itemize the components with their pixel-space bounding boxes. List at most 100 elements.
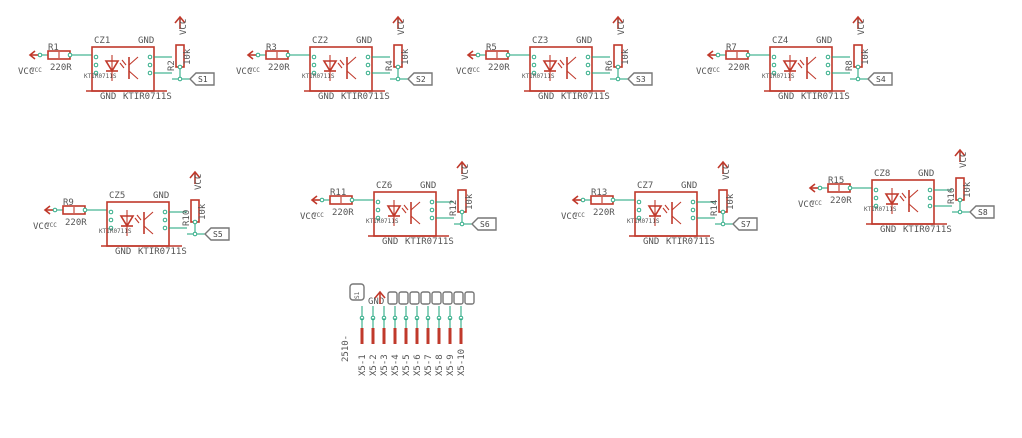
connector-signal-tab <box>464 291 475 305</box>
pin-junction <box>531 70 537 76</box>
connector-pin-label: X5-6 <box>413 354 423 376</box>
pin-junction <box>459 221 465 227</box>
phototransistor-emitter <box>566 70 577 80</box>
pin-junction <box>636 199 642 205</box>
res-pull-name: R6 <box>605 60 615 71</box>
gnd-label: GND <box>115 247 131 257</box>
pin-junction <box>505 52 511 58</box>
pin-junction <box>690 215 696 221</box>
pin-junction <box>531 62 537 68</box>
signal-port <box>189 72 215 86</box>
phototransistor-collector <box>410 201 421 211</box>
connector-gnd-label: GND <box>368 297 384 307</box>
gnd-label-top: GND <box>576 36 592 46</box>
phototransistor-collector <box>806 56 817 66</box>
gnd-label: GND <box>643 237 659 247</box>
pin-junction <box>957 209 963 215</box>
vcc-arrow-head <box>43 205 51 215</box>
pin-junction <box>720 209 726 215</box>
vcc-arrow-head <box>189 170 201 179</box>
res-pull-value: 10k <box>401 48 411 65</box>
sensor-name: CZ2 <box>312 36 328 46</box>
res-pull-value: 10k <box>198 203 208 220</box>
pin-mark: KTIR0711S <box>522 73 555 80</box>
pin-mark: KTIR0711S <box>302 73 335 80</box>
pin-junction <box>585 70 591 76</box>
pin-mark: KTIR0711S <box>762 73 795 80</box>
vcc-arrow-head <box>374 290 386 299</box>
pin-junction <box>37 52 43 58</box>
connector-pin-label: X5-2 <box>369 354 379 376</box>
gnd-label-top: GND <box>681 181 697 191</box>
res-pull-value: 10k <box>465 193 475 210</box>
part-number: KTIR0711S <box>405 237 454 247</box>
light-ray <box>664 204 670 211</box>
light-ray <box>557 62 563 69</box>
vcc-label-top: VCC <box>722 164 732 180</box>
res-pull-value: 10k <box>963 181 973 198</box>
res-in-name: R5 <box>486 43 497 53</box>
pin-mark: KTIR0711S <box>864 206 897 213</box>
part-number: KTIR0711S <box>561 92 610 102</box>
pin-junction <box>429 199 435 205</box>
pin-junction <box>615 64 621 70</box>
pin-junction <box>162 217 168 223</box>
connector-pin-label: X5-4 <box>391 354 401 376</box>
pin-junction <box>690 199 696 205</box>
res-in-name: R1 <box>48 43 59 53</box>
pin-junction <box>429 215 435 221</box>
pin-junction <box>285 52 291 58</box>
connector-pin-label: X5-1 <box>358 354 368 376</box>
res-pull-value: 10k <box>726 193 736 210</box>
res-pull-name: R10 <box>182 210 192 226</box>
signal-port-label: S8 <box>978 208 988 217</box>
pin-junction <box>395 76 401 82</box>
connector-signal-tab <box>387 291 398 305</box>
vcc-arrow-icon <box>954 148 966 162</box>
phototransistor-emitter <box>410 215 421 225</box>
res-pull-name: R12 <box>449 200 459 216</box>
phototransistor-collector <box>671 201 682 211</box>
plus-label: VCC <box>249 67 260 74</box>
res-pull-value: 10k <box>183 48 193 65</box>
phototransistor-collector <box>908 189 919 199</box>
connector-pin <box>448 328 452 344</box>
light-ray <box>662 207 668 214</box>
connector-pin <box>459 328 463 344</box>
signal-port <box>471 217 497 231</box>
pin-junction <box>855 76 861 82</box>
plus-label: VCC <box>469 67 480 74</box>
vcc-arrow-head <box>456 160 468 169</box>
signal-port-label: S4 <box>876 75 886 84</box>
res-in-value: 220R <box>593 208 615 218</box>
vcc-arrow-icon <box>456 160 468 174</box>
pin-junction <box>365 62 371 68</box>
vcc-arrow-head <box>612 15 624 24</box>
vcc-label: VCC <box>798 200 814 210</box>
part-number: KTIR0711S <box>123 92 172 102</box>
gnd-label-top: GND <box>138 36 154 46</box>
vcc-label: VCC <box>18 67 34 77</box>
vcc-arrow-icon <box>392 15 404 29</box>
phototransistor-collector <box>346 56 357 66</box>
sensor-body <box>871 179 935 225</box>
signal-port-label: S6 <box>480 220 490 229</box>
part-number: KTIR0711S <box>666 237 715 247</box>
res-in-value: 220R <box>332 208 354 218</box>
light-ray <box>337 62 343 69</box>
vcc-label: VCC <box>696 67 712 77</box>
pin-junction <box>147 70 153 76</box>
connector-pin-label: X5-8 <box>435 354 445 376</box>
vcc-label-top: VCC <box>179 19 189 35</box>
res-in-value: 220R <box>268 63 290 73</box>
res-in-value: 220R <box>830 196 852 206</box>
vcc-arrow-head <box>706 50 714 60</box>
pin-junction <box>825 70 831 76</box>
pin-junction <box>817 185 823 191</box>
pin-mark: KTIR0711S <box>627 218 660 225</box>
vcc-arrow-icon <box>374 290 386 304</box>
vcc-arrow-head <box>717 160 729 169</box>
vcc-label: VCC <box>33 222 49 232</box>
